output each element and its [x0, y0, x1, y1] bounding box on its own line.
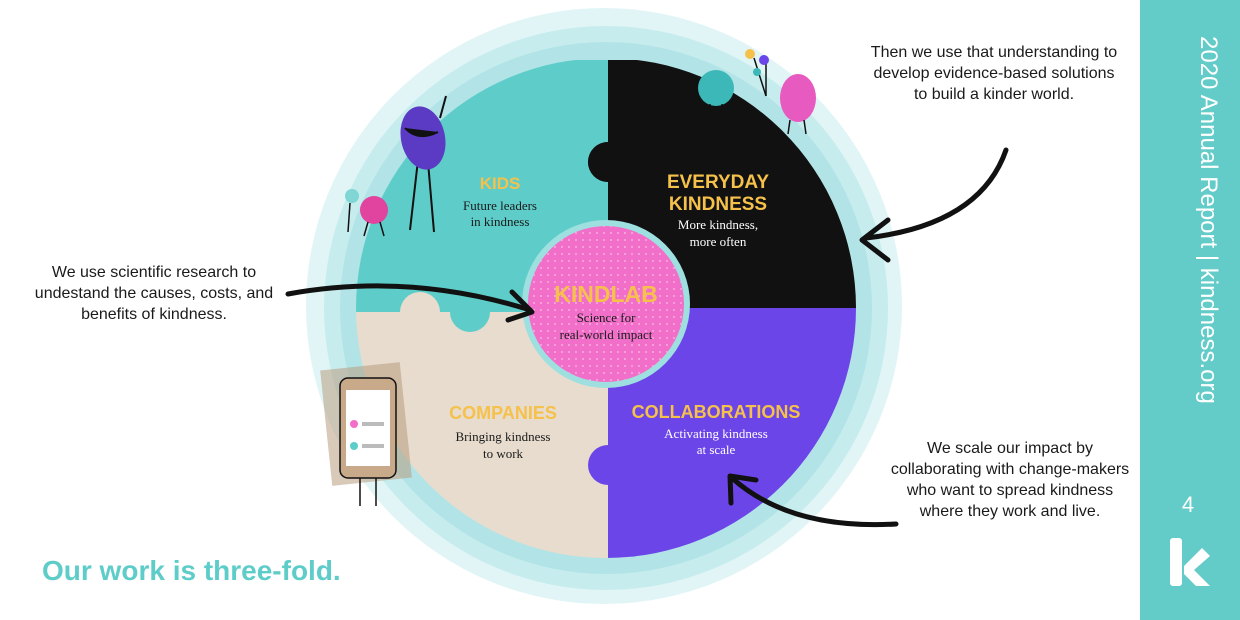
arrow-bottom-to-collaborations [727, 473, 899, 528]
everyday-tab [588, 142, 628, 182]
report-title: 2020 Annual Report | kindness.org [1195, 36, 1222, 404]
kids-tab [450, 292, 490, 332]
kindlab-title: KINDLAB [554, 281, 658, 307]
collaborations-subtitle-line-1: Activating kindness [664, 426, 768, 441]
page-number: 4 [1181, 492, 1195, 517]
collaborations-title: COLLABORATIONS [632, 402, 801, 422]
arrow-top-to-everyday [859, 147, 1009, 263]
pink-small-character-illustration [345, 189, 388, 237]
kindlab-center [522, 220, 690, 388]
everyday-subtitle-line-1: More kindness, [678, 217, 758, 232]
kindlab-subtitle-line-1: Science for [577, 310, 637, 325]
everyday-title-line-1: EVERYDAY [667, 172, 769, 193]
pink-fuzzy-character-illustration [780, 74, 816, 135]
kids-subtitle-line-1: Future leaders [463, 198, 537, 213]
research-callout: We use scientific research to undestand … [34, 264, 274, 323]
kindlab-subtitle-line-2: real-world impact [560, 327, 653, 342]
companies-subtitle-line-2: to work [483, 446, 524, 461]
everyday-subtitle-line-2: more often [690, 234, 747, 249]
side-panel [1140, 0, 1240, 620]
companies-title: COMPANIES [449, 403, 557, 423]
collaborations-subtitle-line-2: at scale [697, 442, 736, 457]
companies-subtitle-line-1: Bringing kindness [456, 429, 551, 444]
everyday-title-line-2: KINDNESS [669, 194, 767, 215]
arrow-left-to-center [285, 283, 535, 323]
kids-subtitle-line-2: in kindness [471, 214, 530, 229]
flowers-icon [745, 49, 769, 97]
page-tagline: Our work is three-fold. [42, 555, 341, 586]
scale-callout: We scale our impact by collaborating wit… [890, 440, 1130, 520]
phone-character-illustration [320, 362, 412, 506]
kindness-k-logo-icon [1170, 538, 1210, 586]
kids-title: KIDS [480, 174, 521, 193]
solutions-callout: Then we use that understanding to develo… [870, 44, 1118, 103]
kindness-diagram: KIDS Future leaders in kindness EVERYDAY… [285, 8, 1009, 604]
teal-fuzzy-character-illustration [698, 70, 734, 133]
purple-blob-character-illustration [400, 95, 447, 233]
